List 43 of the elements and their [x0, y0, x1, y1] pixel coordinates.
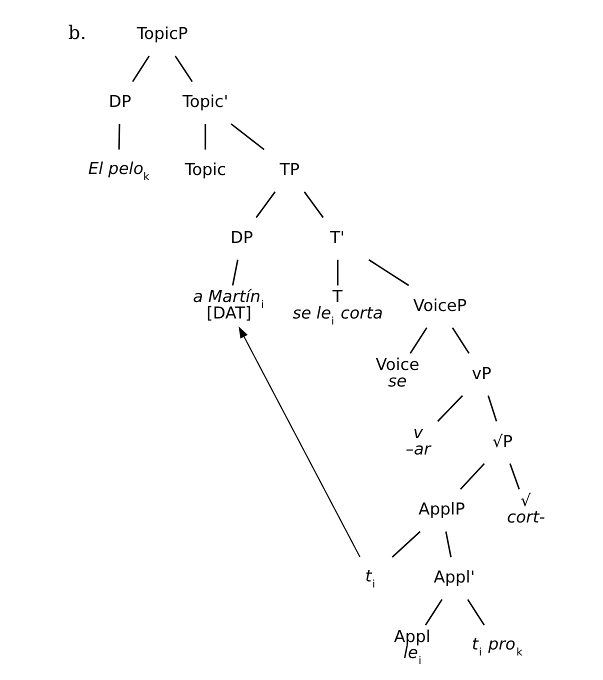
node-text: T' — [330, 227, 344, 246]
connector — [132, 55, 150, 82]
node-text: Appl' — [433, 567, 474, 586]
connector — [409, 326, 427, 354]
node-text: VoiceP — [412, 295, 466, 314]
connector — [459, 462, 484, 490]
node-text: Topic — [184, 159, 226, 178]
node-text: Voice se — [375, 354, 419, 390]
node-text: DP — [230, 227, 253, 246]
node-text: Appl le$_{i}$ — [393, 626, 430, 667]
node-text: t$_{i}$ pro$_{k}$ — [471, 634, 522, 658]
node-text: DP — [108, 92, 131, 111]
node-text: El pelo$_{k}$ — [88, 158, 149, 182]
connector — [336, 259, 338, 285]
connector — [508, 462, 520, 490]
node-text: Topic' — [182, 92, 228, 111]
connector — [436, 394, 463, 422]
connector — [230, 122, 264, 150]
connector — [174, 55, 192, 82]
node-text: TopicP — [136, 24, 188, 43]
node-text: v –ar — [405, 422, 430, 458]
node-text: t$_{i}$ — [364, 566, 375, 590]
connector — [424, 598, 442, 626]
node-text: ApplP — [418, 499, 464, 518]
connector — [466, 598, 484, 626]
node-text: vP — [471, 363, 491, 382]
connector — [451, 326, 470, 354]
connector — [444, 530, 452, 557]
connector — [118, 123, 120, 150]
node-text: √P — [492, 431, 512, 450]
node-text: T se le$_{i}$ corta — [292, 286, 382, 327]
connector — [368, 258, 409, 286]
connector — [487, 394, 497, 422]
node-text: a Martín$_{i}$ [DAT] — [192, 286, 264, 322]
node-text: √ cort- — [506, 490, 545, 526]
connector — [391, 530, 420, 558]
connector — [303, 190, 324, 218]
connector — [255, 190, 276, 218]
node-text: TP — [279, 159, 300, 178]
connector — [231, 259, 238, 286]
label: b. — [68, 22, 86, 44]
arrow — [238, 326, 360, 557]
connector — [204, 123, 206, 150]
